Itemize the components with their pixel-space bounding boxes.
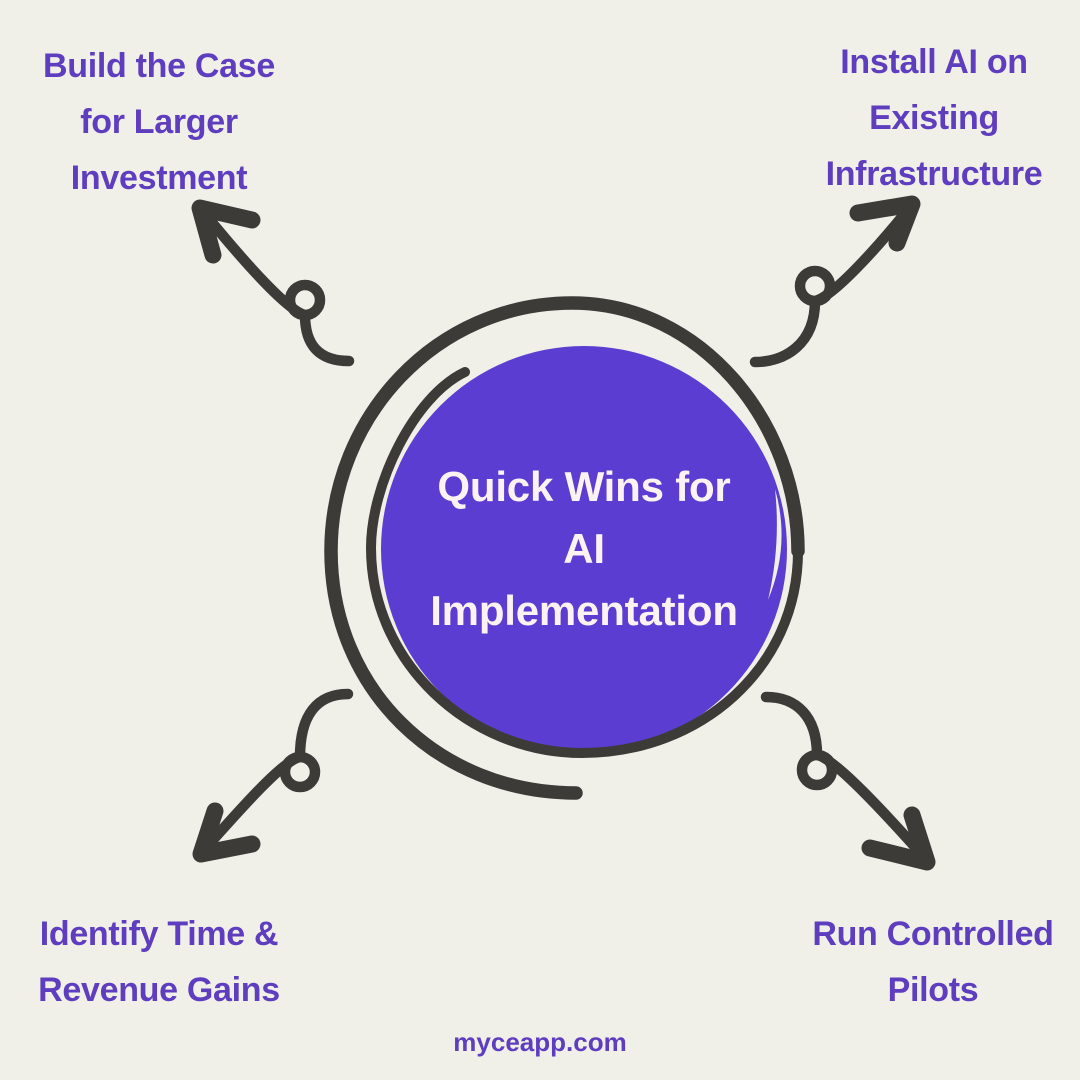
- label-bottom-left-line1: Identify Time &: [39, 915, 279, 953]
- label-top-left-line3: Investment: [70, 159, 248, 197]
- label-bottom-right-line1: Run Controlled: [812, 915, 1054, 953]
- label-bottom-right-line2: Pilots: [887, 971, 979, 1009]
- label-bottom-right: Run Controlled Pilots: [792, 906, 1074, 1018]
- label-top-left-line2: for Larger: [80, 103, 238, 141]
- label-top-left-line1: Build the Case: [43, 47, 275, 85]
- arrow-down-right-tail: [760, 691, 930, 863]
- page-title-line3: Implementation: [430, 587, 738, 634]
- arrow-down-left-tail: [198, 688, 354, 856]
- footer-website: myceapp.com: [453, 1027, 627, 1057]
- arrow-up-left-head: [191, 199, 261, 264]
- sketch-ring-outer-arc: [324, 296, 805, 800]
- arrow-down-left-icon: [192, 688, 354, 863]
- arrow-up-left-tail: [199, 208, 355, 367]
- center-circle: [381, 346, 787, 752]
- label-top-right-line2: Existing: [869, 99, 999, 137]
- circle-highlight-notch: [768, 489, 782, 600]
- label-bottom-left-line2: Revenue Gains: [38, 971, 280, 1009]
- label-top-left: Build the Case for Larger Investment: [8, 38, 310, 206]
- label-top-right-line1: Install AI on: [840, 43, 1028, 81]
- arrow-up-right-tail: [749, 201, 916, 368]
- label-top-right-line3: Infrastructure: [825, 155, 1043, 193]
- arrow-up-right-head: [849, 195, 921, 252]
- arrow-down-right-icon: [760, 691, 936, 871]
- arrow-up-left-icon: [191, 199, 355, 367]
- label-bottom-left: Identify Time & Revenue Gains: [8, 906, 310, 1018]
- sketch-ring-inner-arc: [365, 367, 803, 759]
- page-title: Quick Wins for AI Implementation: [381, 346, 787, 752]
- arrow-down-left-head: [192, 802, 261, 863]
- label-top-right: Install AI on Existing Infrastructure: [788, 34, 1080, 202]
- page-title-line2: AI: [563, 525, 605, 572]
- page-title-line1: Quick Wins for: [437, 463, 731, 510]
- arrow-up-right-icon: [749, 195, 921, 368]
- arrow-down-right-head: [861, 806, 936, 871]
